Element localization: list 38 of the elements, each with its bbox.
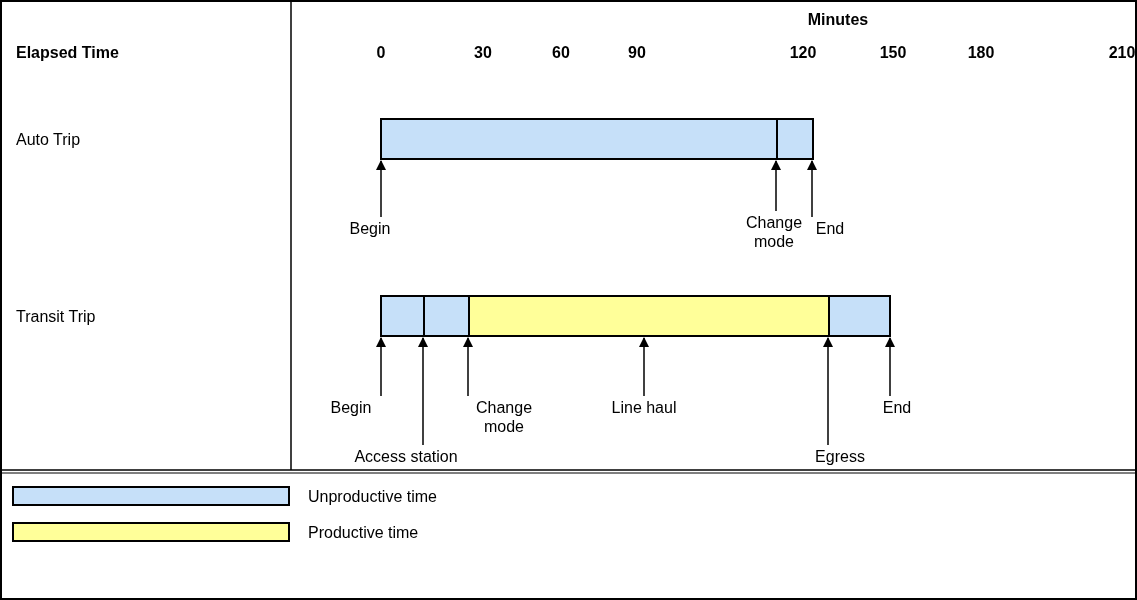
arrow-label: Egress bbox=[815, 447, 865, 466]
arrow-label: End bbox=[882, 398, 912, 417]
arrow bbox=[376, 337, 386, 397]
time-bar-segment bbox=[423, 295, 470, 337]
arrow bbox=[823, 337, 833, 446]
tick-label: 120 bbox=[789, 43, 817, 62]
time-bar-segment bbox=[380, 295, 425, 337]
time-bar-segment bbox=[468, 295, 830, 337]
axis-title: Minutes bbox=[807, 10, 869, 29]
legend-label: Productive time bbox=[308, 523, 419, 542]
arrow-label: Begin bbox=[349, 219, 391, 238]
column-header: Elapsed Time bbox=[16, 43, 119, 62]
time-bar-segment bbox=[828, 295, 891, 337]
tick-label: 30 bbox=[474, 43, 492, 62]
arrow bbox=[771, 160, 781, 212]
row-label: Auto Trip bbox=[16, 130, 81, 149]
tick-label: 150 bbox=[879, 43, 907, 62]
arrow-label: Begin bbox=[330, 398, 372, 417]
arrow bbox=[376, 160, 386, 218]
arrow bbox=[807, 160, 817, 218]
arrow-label: Change mode bbox=[476, 398, 532, 436]
arrow bbox=[885, 337, 895, 397]
tick-label: 60 bbox=[552, 43, 570, 62]
arrow bbox=[639, 337, 649, 397]
tick-label: 90 bbox=[628, 43, 646, 62]
arrow-label: End bbox=[815, 219, 845, 238]
time-bar-segment bbox=[776, 118, 814, 160]
tick-label: 0 bbox=[376, 43, 386, 62]
time-bar-segment bbox=[380, 118, 778, 160]
arrow bbox=[463, 337, 473, 397]
legend-label: Unproductive time bbox=[308, 487, 437, 506]
tick-label: 180 bbox=[967, 43, 995, 62]
row-label: Transit Trip bbox=[16, 307, 96, 326]
arrow bbox=[418, 337, 428, 446]
arrow-label: Access station bbox=[354, 447, 458, 466]
tick-label: 210 bbox=[1108, 43, 1136, 62]
arrow-label: Line haul bbox=[611, 398, 677, 417]
arrow-label: Change mode bbox=[746, 213, 802, 251]
